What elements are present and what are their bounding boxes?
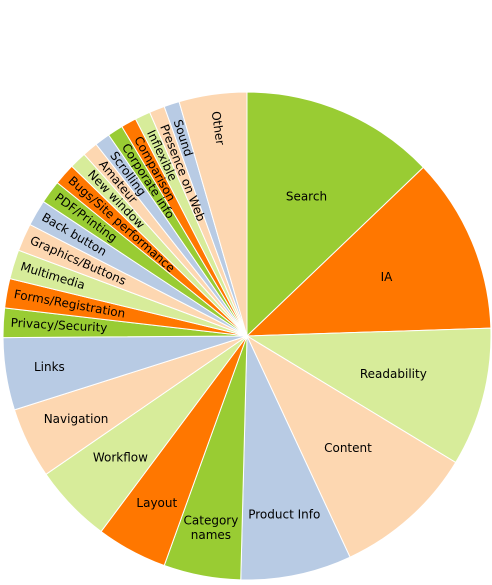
slice-label-ia: IA	[381, 270, 394, 284]
pie-slice-ia	[245, 166, 492, 337]
slices-layer	[2, 91, 492, 581]
slice-label-product-info: Product Info	[248, 508, 320, 522]
slice-label-readability: Readability	[360, 367, 427, 381]
slice-label-content: Content	[324, 441, 372, 455]
pie-slice-readability	[245, 327, 492, 464]
pie-slice-other	[178, 91, 248, 337]
pie-slice-content	[245, 334, 457, 558]
slice-label-workflow: Workflow	[93, 450, 148, 464]
slice-label-navigation: Navigation	[44, 412, 109, 426]
slice-label-layout: Layout	[136, 496, 177, 510]
slice-label-search: Search	[286, 189, 327, 203]
slice-label-links: Links	[34, 360, 65, 374]
pie-slice-search	[246, 91, 425, 338]
slice-label-privacy-security: Privacy/Security	[10, 316, 107, 335]
slice-label-other: Other	[209, 110, 228, 146]
